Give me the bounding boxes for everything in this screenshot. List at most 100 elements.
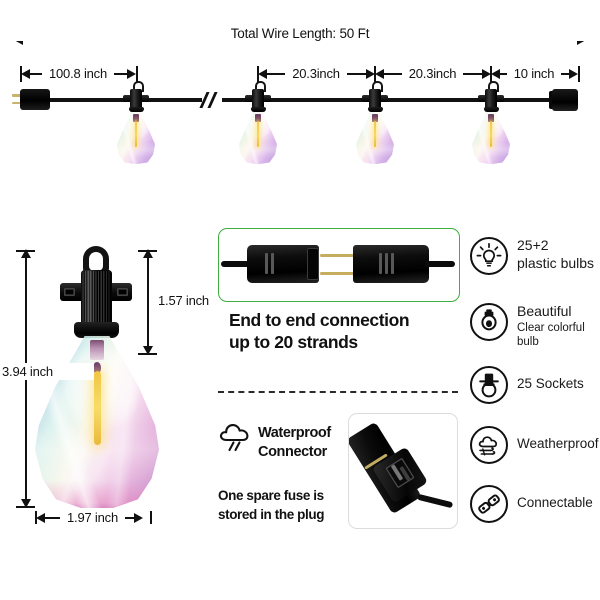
dim-tick-1 bbox=[136, 66, 138, 82]
connector-pin-bottom bbox=[320, 272, 354, 275]
bulb-3 bbox=[356, 112, 394, 164]
end-to-end-heading: End to end connection up to 20 strands bbox=[229, 310, 461, 354]
connector-pin-top bbox=[320, 254, 354, 257]
seg3-arrow-right bbox=[482, 69, 491, 79]
socket-icon bbox=[470, 366, 508, 404]
product-socket bbox=[60, 246, 132, 346]
connector-lip bbox=[549, 91, 554, 109]
socket-height-label: 1.57 inch bbox=[158, 293, 209, 308]
socket-hook-4 bbox=[487, 81, 499, 92]
plug-body bbox=[20, 89, 50, 110]
plug-prong-1 bbox=[12, 94, 22, 97]
socket-base-1 bbox=[128, 107, 144, 112]
seg2-arrow-right bbox=[366, 69, 375, 79]
bulb-filament-3 bbox=[373, 121, 377, 147]
socket-slot-left bbox=[64, 288, 75, 296]
socket-4 bbox=[478, 81, 504, 115]
socket-height-arrow-down bbox=[143, 346, 153, 355]
width-arrow-left bbox=[36, 513, 45, 523]
socket-1 bbox=[123, 81, 149, 115]
socket-hook-2 bbox=[254, 81, 266, 92]
socket-arm-right-2 bbox=[263, 95, 271, 102]
seg2-arrow-left bbox=[258, 69, 267, 79]
socket-body-2 bbox=[252, 89, 264, 110]
height-arrow-up bbox=[21, 249, 31, 258]
left-rib-1 bbox=[265, 253, 268, 274]
right-rib-2 bbox=[385, 253, 388, 274]
bulb-filament-1 bbox=[134, 121, 138, 147]
seg4-arrow-left bbox=[491, 69, 500, 79]
feature-label-beautiful: Beautiful Clear colorful bulb bbox=[517, 303, 600, 349]
bulb-filament-4 bbox=[489, 121, 493, 147]
female-end-connector bbox=[549, 89, 582, 111]
fuse-line2: stored in the plug bbox=[218, 506, 325, 522]
seg1-arrow-left bbox=[21, 69, 30, 79]
bulb-cap-4 bbox=[488, 114, 494, 122]
feature-3-line1: Weatherproof bbox=[517, 436, 599, 451]
socket-arm-left-3 bbox=[362, 95, 370, 102]
feature-label-plastic-bulbs: 25+2 plastic bulbs bbox=[517, 237, 600, 272]
width-arrow-right bbox=[134, 513, 143, 523]
socket-slot-right bbox=[117, 288, 128, 296]
feature-connectable: Connectable bbox=[470, 485, 600, 531]
spare-fuse-note: One spare fuse is stored in the plug bbox=[218, 487, 358, 525]
socket-arm-left-4 bbox=[478, 95, 486, 102]
socket-body-highlight bbox=[81, 270, 112, 326]
seg4-arrow-right bbox=[569, 69, 578, 79]
socket-arm-left-1 bbox=[123, 95, 131, 102]
fuse-plug-photo bbox=[349, 414, 453, 524]
feature-label-weatherproof: Weatherproof bbox=[517, 436, 600, 453]
waterproof-line1: Waterproof bbox=[258, 425, 331, 441]
height-cap-bottom bbox=[16, 506, 35, 508]
socket-body-3 bbox=[369, 89, 381, 110]
connector-body bbox=[552, 89, 578, 111]
total-height-label: 3.94 inch bbox=[2, 364, 53, 379]
plug-prong-2 bbox=[12, 101, 22, 105]
end-to-end-line1: End to end connection bbox=[229, 310, 410, 330]
total-wire-length-text: Total Wire Length: 50 Ft bbox=[223, 26, 377, 41]
end-to-end-line2: up to 20 strands bbox=[229, 331, 358, 352]
width-tick-left bbox=[35, 511, 37, 524]
bulb-cap-2 bbox=[255, 114, 261, 122]
fuse-plug-cord bbox=[416, 493, 453, 509]
socket-height-cap-bottom bbox=[138, 353, 157, 355]
socket-height-arrow-up bbox=[143, 249, 153, 258]
socket-arm-left-2 bbox=[245, 95, 253, 102]
right-cord bbox=[425, 261, 455, 267]
spare-fuse-plug-card bbox=[348, 413, 458, 529]
seg1-label: 100.8 inch bbox=[42, 66, 114, 81]
left-connector-face bbox=[307, 248, 319, 280]
socket-hook-hole bbox=[89, 252, 103, 271]
end-to-end-connection-card bbox=[218, 228, 460, 302]
seg3-arrow-left bbox=[375, 69, 384, 79]
socket-collar bbox=[74, 322, 119, 338]
feature-1-line2: Clear colorful bulb bbox=[517, 321, 585, 348]
left-rib-2 bbox=[271, 253, 274, 274]
seg2-label: 20.3inch bbox=[285, 66, 347, 81]
feature-2-line1: 25 Sockets bbox=[517, 376, 584, 391]
bulb-cap-1 bbox=[133, 114, 139, 122]
height-cap-top bbox=[16, 250, 35, 252]
total-wire-length-label: Total Wire Length: 50 Ft bbox=[0, 26, 600, 41]
socket-arm-right-4 bbox=[496, 95, 504, 102]
bulb-4 bbox=[472, 112, 510, 164]
seg4-label: 10 inch bbox=[506, 66, 562, 81]
male-plug bbox=[12, 89, 52, 111]
bulb-filament-2 bbox=[256, 121, 260, 147]
light-bulb-rays-icon bbox=[470, 237, 508, 275]
socket-2 bbox=[245, 81, 271, 115]
product-bulb bbox=[35, 336, 159, 508]
feature-sockets: 25 Sockets bbox=[470, 366, 600, 412]
feature-0-line1: 25+2 bbox=[517, 237, 549, 253]
fuse-line1: One spare fuse is bbox=[218, 488, 324, 503]
connector-link-icon bbox=[470, 485, 508, 523]
socket-arm-right-3 bbox=[380, 95, 388, 102]
socket-base-2 bbox=[250, 107, 266, 112]
right-rib-3 bbox=[391, 253, 394, 274]
width-tick-right bbox=[150, 511, 152, 524]
bulb-1 bbox=[117, 112, 155, 164]
socket-height-cap-top bbox=[138, 250, 157, 252]
waterproof-cloud-icon bbox=[218, 420, 254, 452]
feature-plastic-bulbs: 25+2 plastic bulbs bbox=[470, 237, 600, 283]
